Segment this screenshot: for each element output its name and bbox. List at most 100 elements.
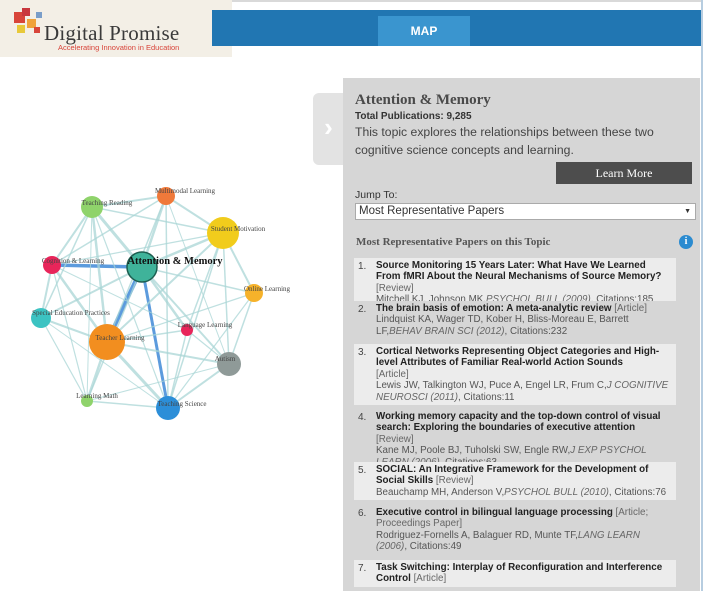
chevron-right-icon: › <box>324 112 333 142</box>
graph-node-label[interactable]: Language Learning <box>178 321 233 329</box>
paper-item[interactable]: 6. Executive control in bilingual langua… <box>354 505 676 555</box>
paper-citations: , Citations:11 <box>458 391 515 403</box>
graph-edge <box>40 266 143 319</box>
paper-item[interactable]: 5. SOCIAL: An Integrative Framework for … <box>354 462 676 501</box>
graph-node-label[interactable]: Teaching Science <box>157 400 206 408</box>
graph-node-label[interactable]: Autism <box>215 355 236 363</box>
graph-edge <box>86 363 230 402</box>
graph-edge <box>106 292 255 343</box>
paper-title[interactable]: Task Switching: Interplay of Reconfigura… <box>376 562 663 585</box>
paper-title[interactable]: The brain basis of emotion: A meta-analy… <box>376 303 612 314</box>
header-divider <box>232 0 703 2</box>
graph-node[interactable] <box>217 352 241 376</box>
paper-title[interactable]: Cortical Networks Representing Object Ca… <box>376 346 660 369</box>
logo-tagline: Accelerating Innovation in Education <box>58 43 180 52</box>
paper-number: 5. <box>358 465 367 476</box>
graph-node[interactable] <box>81 196 103 218</box>
paper-item[interactable]: 1. Source Monitoring 15 Years Later: Wha… <box>354 258 676 308</box>
paper-item[interactable]: 2. The brain basis of emotion: A meta-an… <box>354 301 676 340</box>
jump-to-value: Most Representative Papers <box>359 205 505 217</box>
graph-edge <box>51 264 188 331</box>
graph-node-label[interactable]: Teaching Reading <box>82 199 133 207</box>
graph-edge <box>91 206 169 409</box>
graph-edge <box>228 292 255 365</box>
graph-edge <box>106 341 230 365</box>
graph-edge <box>167 329 188 409</box>
graph-edge <box>51 264 88 402</box>
graph-node[interactable] <box>245 284 263 302</box>
graph-edge <box>91 206 224 234</box>
graph-edge <box>51 206 93 266</box>
paper-authors: Kane MJ, Poole BJ, Tuholski SW, Engle RW… <box>376 445 571 457</box>
paper-journal: PSYCHOL BULL (2010) <box>504 486 609 498</box>
paper-citations: , Citations:232 <box>504 325 568 337</box>
paper-item[interactable]: 7. Task Switching: Interplay of Reconfig… <box>354 560 676 587</box>
graph-labels: Attention & Memory Multimodal LearningTea… <box>32 187 290 408</box>
jump-to-select[interactable]: Most Representative Papers ▼ <box>355 203 696 220</box>
logo-name: Digital Promise <box>44 21 180 45</box>
logo[interactable]: Digital Promise Accelerating Innovation … <box>0 0 232 57</box>
graph-node-label[interactable]: Cognition & Learning <box>42 257 105 265</box>
paper-number: 3. <box>358 347 367 358</box>
paper-type: [Article] <box>376 368 409 380</box>
graph-edge <box>167 292 255 409</box>
graph-node-label[interactable]: Learning Math <box>76 392 118 400</box>
paper-title[interactable]: Working memory capacity and the top-down… <box>376 411 661 434</box>
graph-node[interactable] <box>157 187 175 205</box>
site-header: Digital Promise Accelerating Innovation … <box>0 0 703 58</box>
graph-node-label[interactable]: Teacher Learning <box>95 334 145 342</box>
total-publications: Total Publications: 9,285 <box>355 111 472 122</box>
graph-node[interactable] <box>181 324 193 336</box>
graph-node[interactable] <box>43 256 61 274</box>
paper-type: [Review] <box>376 433 414 445</box>
graph-node-label[interactable]: Attention & Memory <box>127 256 223 267</box>
paper-type: [Review] <box>376 282 414 294</box>
graph-node[interactable] <box>31 308 51 328</box>
graph-edge <box>90 206 109 343</box>
paper-citations: , Citations:185 <box>590 294 654 306</box>
graph-node[interactable] <box>89 324 125 360</box>
dropdown-arrow-icon: ▼ <box>684 208 691 215</box>
graph-edge <box>86 206 93 402</box>
graph-edge <box>91 195 167 208</box>
topic-title: Attention & Memory <box>355 92 491 108</box>
graph-edge <box>51 232 224 266</box>
paper-type: [Article] <box>614 303 647 314</box>
paper-title[interactable]: Source Monitoring 15 Years Later: What H… <box>376 260 662 283</box>
graph-nodes <box>31 187 263 420</box>
learn-more-button[interactable]: Learn More <box>556 162 692 184</box>
graph-node-label[interactable]: Special Education Practices <box>32 309 110 317</box>
graph-edge <box>40 317 169 409</box>
paper-item[interactable]: 4. Working memory capacity and the top-d… <box>354 409 676 471</box>
paper-item[interactable]: 3. Cortical Networks Representing Object… <box>354 344 676 406</box>
graph-node[interactable] <box>156 396 180 420</box>
topic-detail-panel: Attention & Memory Total Publications: 9… <box>343 78 700 591</box>
graph-node-label[interactable]: Student Motivation <box>211 225 266 233</box>
graph-node[interactable] <box>81 395 93 407</box>
graph-edge <box>165 195 169 409</box>
paper-journal: BEHAV BRAIN SCI (2012) <box>389 325 505 337</box>
tab-map[interactable]: MAP <box>378 16 470 46</box>
collapse-panel-button[interactable]: › <box>313 93 344 165</box>
paper-authors: Lewis JW, Talkington WJ, Puce A, Engel L… <box>376 380 607 392</box>
topic-network-graph[interactable]: Attention & Memory Multimodal LearningTea… <box>0 100 312 580</box>
topic-description: This topic explores the relationships be… <box>355 125 654 157</box>
paper-type: [Article; Proceedings Paper] <box>376 507 649 530</box>
paper-citations: , Citations:76 <box>608 486 667 498</box>
paper-number: 7. <box>358 563 367 574</box>
graph-node-label[interactable]: Online Learning <box>244 285 291 293</box>
paper-citations: , Citations:49 <box>404 541 462 553</box>
paper-type: [Article] <box>413 573 447 585</box>
info-icon[interactable]: i <box>679 235 693 249</box>
frame-border <box>701 0 703 591</box>
paper-title[interactable]: Executive control in bilingual language … <box>376 507 613 518</box>
graph-edge <box>106 232 224 343</box>
graph-node[interactable] <box>207 217 239 249</box>
graph-edge <box>222 232 230 365</box>
paper-number: 2. <box>358 304 367 315</box>
graph-node[interactable] <box>126 251 158 283</box>
graph-edge <box>140 266 170 409</box>
graph-edge <box>40 317 88 402</box>
graph-node-label[interactable]: Multimodal Learning <box>155 187 216 195</box>
paper-title[interactable]: SOCIAL: An Integrative Framework for the… <box>376 464 649 487</box>
